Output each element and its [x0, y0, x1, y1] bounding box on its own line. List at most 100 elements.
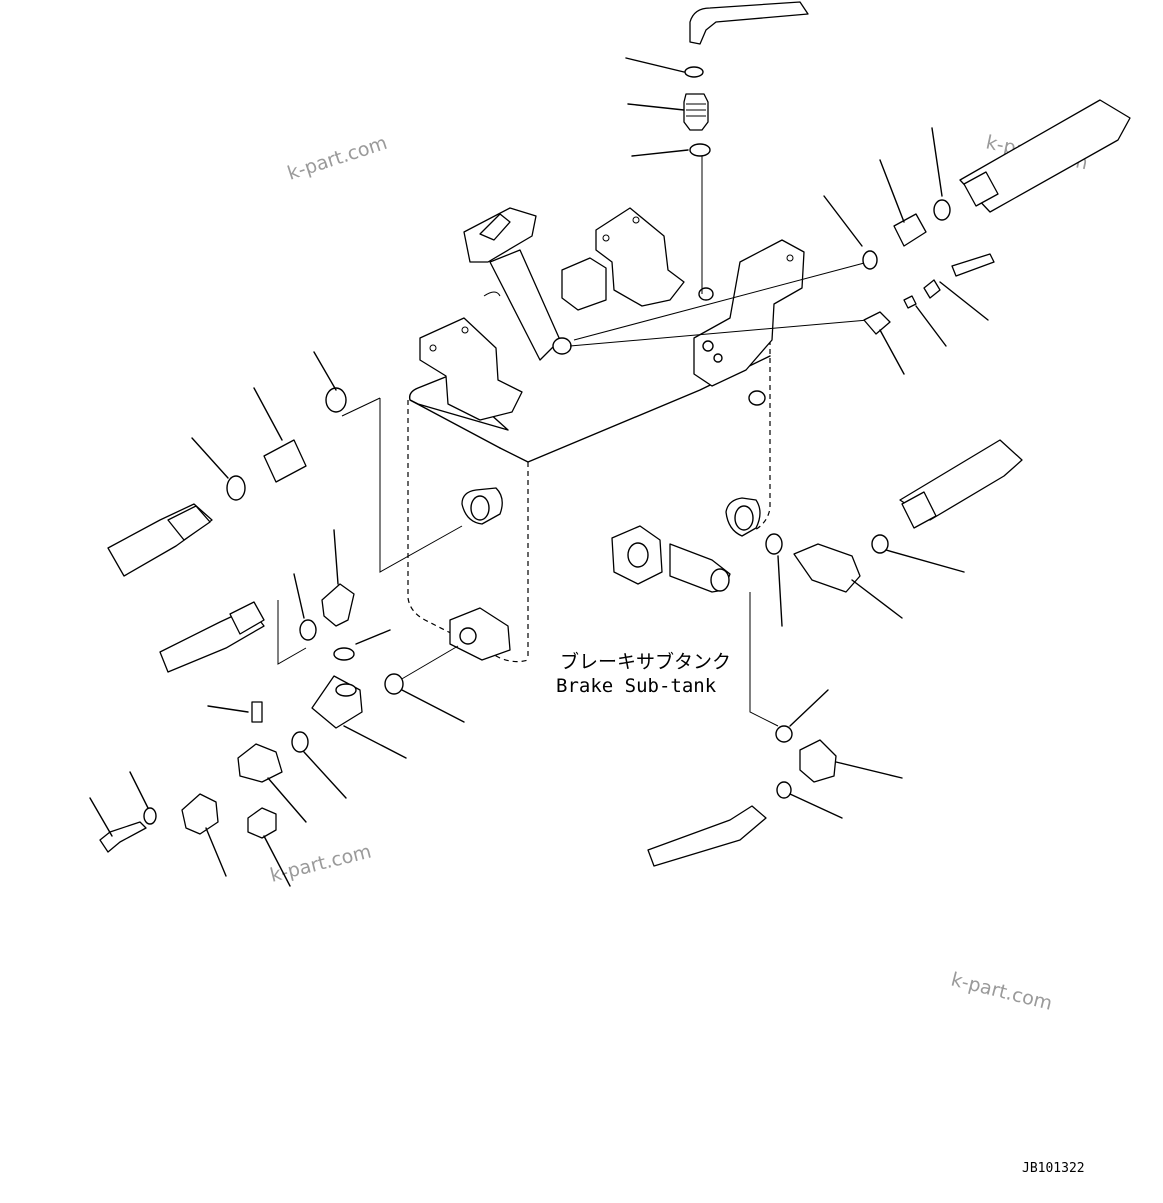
right-hose-2 — [647, 805, 767, 867]
leader-11 — [253, 387, 283, 441]
leader-28 — [789, 689, 829, 727]
conn-right-down — [749, 592, 779, 727]
leader-04 — [823, 195, 863, 247]
right-mount-bracket — [595, 207, 685, 307]
o-ring-left-1 — [226, 475, 246, 501]
watermark-4: k-part.com — [949, 969, 1055, 1015]
conn-elbow — [569, 319, 869, 347]
leader-25 — [885, 549, 965, 573]
watermark-3: k-part.com — [268, 840, 374, 886]
o-ring-bottom-1 — [384, 673, 404, 695]
leader-23 — [205, 827, 227, 877]
connection-lines — [277, 150, 869, 727]
bracket-hole-1 — [429, 344, 437, 352]
right-upper-hose — [862, 99, 1131, 335]
o-ring-bottom-2 — [291, 731, 309, 753]
right-elbow — [793, 543, 861, 593]
filler-neck — [489, 249, 561, 361]
leader-29 — [835, 761, 903, 779]
top-pipe — [689, 1, 809, 45]
clamp-stud-1 — [702, 340, 714, 352]
upper-hose-nut — [963, 171, 999, 207]
plug — [181, 793, 219, 835]
leader-09 — [879, 329, 905, 375]
top-fittings — [683, 1, 809, 157]
leader-24 — [263, 835, 291, 887]
leader-08 — [915, 305, 947, 347]
tank-label-en: Brake Sub-tank — [556, 675, 717, 697]
washer — [143, 807, 157, 825]
leader-17 — [343, 725, 407, 759]
o-ring-right-2 — [765, 533, 783, 555]
upper-hose-body — [959, 99, 1131, 213]
small-pipe — [951, 253, 995, 277]
upper-adapter — [893, 213, 927, 247]
bottom-flange — [449, 607, 511, 661]
flange-pad-bore — [627, 542, 649, 568]
o-ring-right-1 — [871, 534, 889, 554]
leader-27 — [777, 555, 783, 627]
tank-label-jp: ブレーキサブタンク — [560, 650, 731, 673]
left-boss-bore — [470, 495, 490, 521]
leader-20 — [267, 777, 307, 823]
sight-tube-end — [710, 568, 730, 592]
left-mount-bracket — [419, 317, 523, 421]
leader-19 — [207, 705, 249, 713]
flange-block — [311, 675, 363, 729]
flange-block-port — [335, 683, 357, 697]
bracket-hole-2 — [461, 326, 469, 334]
dowel-pin — [251, 701, 263, 723]
leader-lines — [89, 57, 989, 887]
left-hoses — [107, 387, 355, 673]
filler-cap — [463, 207, 537, 263]
conn-bottom — [399, 645, 459, 681]
top-port — [698, 287, 714, 301]
level-sensor-block — [561, 257, 607, 311]
elbow-nipple — [863, 311, 891, 335]
clamp-hole — [786, 254, 794, 262]
clamp-stud-2 — [713, 353, 723, 363]
leader-12 — [191, 437, 229, 479]
bracket-hole-3 — [602, 234, 610, 242]
o-ring-left-2 — [325, 387, 347, 413]
right-connector — [799, 739, 837, 783]
right-hose-1-nut — [901, 491, 937, 529]
left-hose-1-nut — [167, 505, 211, 541]
top-connector — [683, 93, 709, 131]
leader-30 — [789, 793, 843, 819]
leader-02 — [627, 103, 685, 111]
o-ring-upper-hose — [933, 199, 951, 221]
o-ring-top-2 — [689, 143, 711, 157]
leader-22 — [89, 797, 113, 837]
leader-14 — [293, 573, 305, 619]
leader-26 — [851, 579, 903, 619]
o-ring-left-4 — [333, 647, 355, 661]
conn-return — [573, 261, 869, 341]
vent-port — [748, 390, 766, 406]
o-ring-left-3 — [299, 619, 317, 641]
o-ring-top-1 — [684, 66, 704, 78]
return-port — [552, 337, 572, 355]
leader-13 — [333, 529, 339, 585]
conn-left-hose — [277, 600, 307, 665]
brake-sub-tank — [407, 207, 805, 663]
leader-01 — [625, 57, 685, 73]
conn-left-port — [379, 398, 463, 573]
drain-plug — [247, 807, 277, 839]
leader-07 — [939, 281, 989, 321]
bracket-hole-4 — [632, 216, 640, 224]
drawing-code: JB101322 — [1022, 1161, 1085, 1176]
leader-16 — [401, 689, 465, 723]
top-connector-thread — [686, 103, 706, 117]
small-plug — [903, 295, 917, 309]
leader-15 — [355, 629, 391, 645]
leader-18 — [303, 751, 347, 799]
plug-nut — [923, 279, 941, 299]
o-ring-right-4 — [776, 781, 792, 799]
leader-03 — [631, 149, 689, 157]
tab-clip — [483, 291, 501, 297]
right-boss-bore — [734, 505, 754, 531]
leader-05 — [879, 159, 905, 223]
o-ring-upper-adapter — [862, 250, 878, 270]
